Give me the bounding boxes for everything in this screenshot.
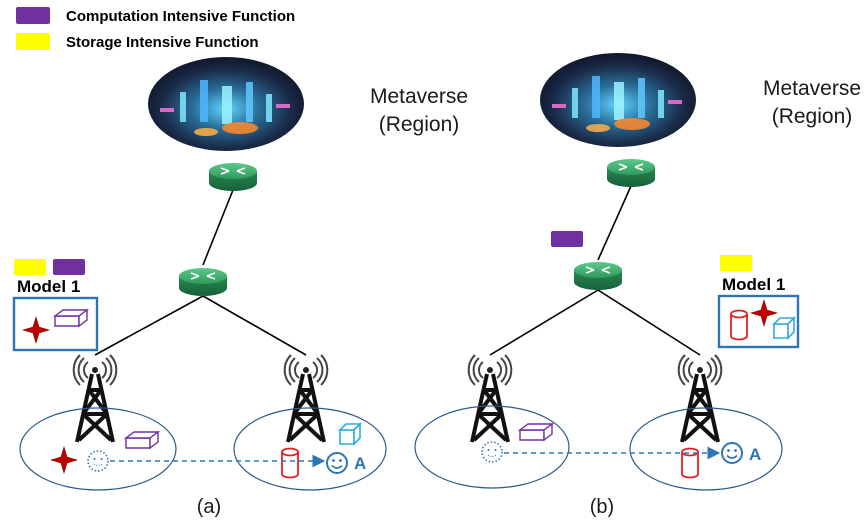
storage-function-swatch [14,259,46,275]
model-label: Model 1 [722,275,785,294]
router-icon [606,158,656,188]
cell-area [629,407,783,491]
compute-function-swatch [551,231,583,247]
purple-box-icon [125,431,159,449]
legend-storage-label: Storage Intensive Function [66,34,259,51]
region-label: (Region) [379,113,460,136]
panel-b: Metaverse (Region) Model 1 A (b) [414,53,861,518]
legend-compute-swatch [16,7,50,24]
user-label: A [749,445,761,464]
network-links [489,185,701,356]
cell-area [19,407,177,491]
metaverse-label: Metaverse [763,77,861,100]
panel-caption: (b) [590,496,614,518]
cell-tower-icon [466,353,514,444]
cell-tower-icon [676,353,724,444]
cube-icon [773,317,795,339]
user-label: A [354,454,366,473]
purple-box-icon [519,423,553,441]
cylinder-icon [730,309,748,341]
cube-icon [339,423,361,445]
metaverse-city-image [148,57,304,151]
dotted-face-icon [87,450,109,472]
smiley-user-icon [326,452,348,474]
compute-function-swatch [53,259,85,275]
router-icon [178,267,228,297]
cell-tower-icon [71,353,119,444]
metaverse-city-image [540,53,696,147]
router-icon [573,261,623,291]
smiley-user-icon [721,442,743,464]
legend-storage-swatch [16,33,50,50]
region-label: (Region) [772,105,853,128]
network-links [94,189,307,356]
router-icon [208,162,258,192]
panel-a: Metaverse (Region) Model 1 A (a) [12,57,468,518]
panel-caption: (a) [197,496,221,518]
cylinder-icon [281,447,299,479]
storage-function-swatch [720,255,752,271]
legend-compute-label: Computation Intensive Function [66,8,295,25]
purple-box-icon [54,309,88,327]
legend: Computation Intensive Function Storage I… [16,7,295,51]
cell-area [414,405,570,489]
dotted-face-icon [481,441,503,463]
cell-area [233,407,387,491]
model-label: Model 1 [17,277,80,296]
metaverse-label: Metaverse [370,85,468,108]
star-icon [50,446,78,474]
cell-tower-icon [282,353,330,444]
